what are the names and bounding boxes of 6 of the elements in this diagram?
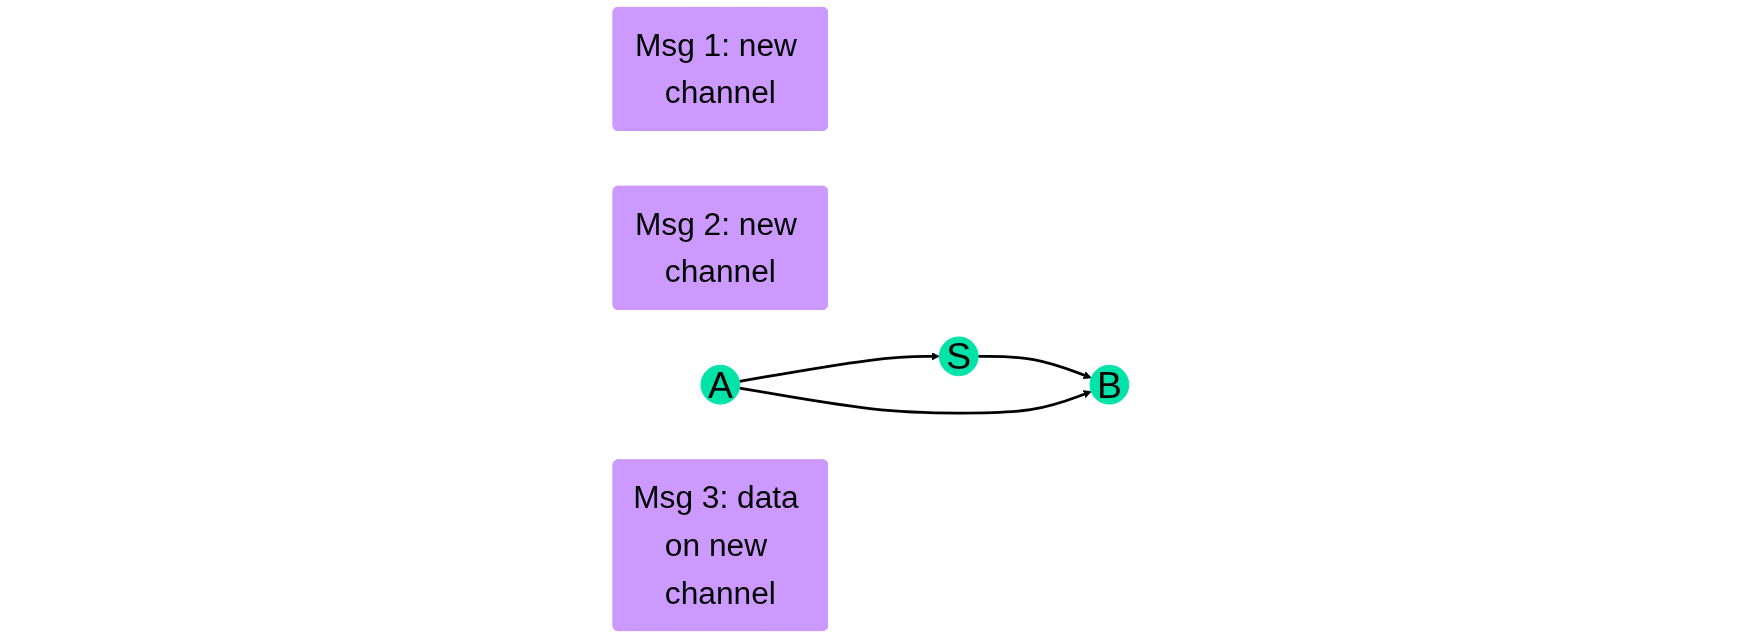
node-circle: B xyxy=(1089,364,1130,405)
arrow xyxy=(739,352,940,383)
arrow xyxy=(978,354,1092,380)
arrow xyxy=(739,386,1092,415)
node-circle: A xyxy=(700,364,741,405)
node-circle: S xyxy=(938,336,979,377)
